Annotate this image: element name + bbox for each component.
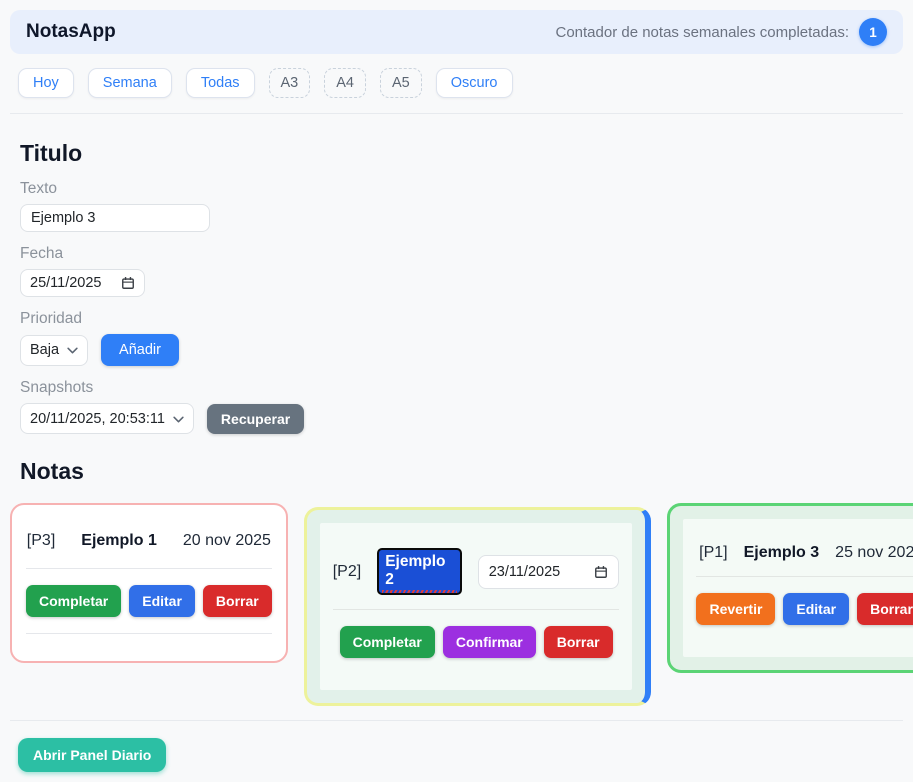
snapshot-select[interactable]: 20/11/2025, 20:53:11 xyxy=(20,403,194,434)
dark-mode-button[interactable]: Oscuro xyxy=(435,68,513,98)
filter-all-button[interactable]: Todas xyxy=(185,68,255,98)
card-bottom-spacer xyxy=(26,634,272,661)
add-note-button[interactable]: Añadir xyxy=(101,334,179,366)
note-date: 25 nov 2025 xyxy=(835,544,913,561)
note-title-edit-input[interactable]: Ejemplo 2 xyxy=(377,548,462,595)
filter-a3-button[interactable]: A3 xyxy=(268,68,311,98)
note-info-row: [P1] Ejemplo 3 25 nov 2025 xyxy=(696,532,913,576)
note-panel: [P2] Ejemplo 2 23/11/2025 Completar xyxy=(319,523,633,690)
filter-today-button[interactable]: Hoy xyxy=(18,68,74,98)
counter-badge: 1 xyxy=(859,18,887,46)
delete-note-button[interactable]: Borrar xyxy=(857,593,913,625)
text-input[interactable] xyxy=(20,204,210,232)
note-title: Ejemplo 1 xyxy=(81,532,157,549)
counter-label: Contador de notas semanales completadas: xyxy=(555,23,849,41)
date-label: Fecha xyxy=(20,245,64,262)
date-input[interactable]: 25/11/2025 xyxy=(20,269,145,297)
chevron-down-icon xyxy=(173,411,184,427)
notes-title: Notas xyxy=(20,458,84,484)
note-priority: [P1] xyxy=(699,544,728,561)
weekly-counter: Contador de notas semanales completadas:… xyxy=(555,18,887,46)
note-actions: Completar Confirmar Borrar xyxy=(333,610,620,674)
note-card-1: [P3] Ejemplo 1 20 nov 2025 Completar Edi… xyxy=(10,503,288,663)
note-divider xyxy=(26,568,272,569)
note-edit-row: [P2] Ejemplo 2 23/11/2025 xyxy=(333,536,620,609)
filter-week-button[interactable]: Semana xyxy=(87,68,172,98)
confirm-edit-button[interactable]: Confirmar xyxy=(442,626,536,658)
form-title: Titulo xyxy=(20,140,83,166)
note-actions: Completar Editar Borrar xyxy=(26,569,272,633)
note-title: Ejemplo 3 xyxy=(743,544,820,561)
snapshot-value: 20/11/2025, 20:53:11 xyxy=(30,410,165,427)
header-bar: NotasApp Contador de notas semanales com… xyxy=(10,10,903,54)
priority-label: Prioridad xyxy=(20,310,83,327)
note-date-edit-input[interactable]: 23/11/2025 xyxy=(477,554,620,589)
note-card-2-editing: [P2] Ejemplo 2 23/11/2025 Completar xyxy=(303,507,652,706)
filter-toolbar: Hoy Semana Todas A3 A4 A5 Oscuro xyxy=(18,68,903,98)
complete-note-button[interactable]: Completar xyxy=(339,626,435,658)
note-date: 20 nov 2025 xyxy=(182,532,271,549)
note-date-value: 23/11/2025 xyxy=(488,563,561,580)
note-actions: Revertir Editar Borrar xyxy=(696,577,913,641)
note-title-selected-text: Ejemplo 2 xyxy=(385,553,446,588)
note-info-row: [P3] Ejemplo 1 20 nov 2025 xyxy=(26,511,272,568)
note-priority: [P2] xyxy=(332,562,362,580)
note-panel: [P1] Ejemplo 3 25 nov 2025 Revertir Edit… xyxy=(683,519,913,657)
note-form: Titulo Texto Fecha 25/11/2025 Prioridad … xyxy=(10,140,903,485)
filter-a4-button[interactable]: A4 xyxy=(324,68,367,98)
calendar-icon[interactable] xyxy=(594,565,608,579)
complete-note-button[interactable]: Completar xyxy=(26,585,122,617)
notes-list: [P3] Ejemplo 1 20 nov 2025 Completar Edi… xyxy=(10,503,913,706)
section-divider-top xyxy=(10,113,903,114)
chevron-down-icon xyxy=(67,342,78,358)
snapshots-label: Snapshots xyxy=(20,379,94,396)
edit-note-button[interactable]: Editar xyxy=(129,585,195,617)
edit-note-button[interactable]: Editar xyxy=(783,593,850,625)
spellcheck-underline xyxy=(382,590,457,593)
delete-note-button[interactable]: Borrar xyxy=(202,585,272,617)
note-divider xyxy=(332,609,620,610)
recover-snapshot-button[interactable]: Recuperar xyxy=(206,403,305,434)
note-divider xyxy=(26,633,272,634)
note-panel: [P3] Ejemplo 1 20 nov 2025 Completar Edi… xyxy=(26,511,272,661)
date-value: 25/11/2025 xyxy=(30,275,102,291)
open-daily-panel-button[interactable]: Abrir Panel Diario xyxy=(18,738,167,772)
priority-value: Baja xyxy=(30,342,60,358)
calendar-icon[interactable] xyxy=(121,276,135,290)
delete-note-button[interactable]: Borrar xyxy=(543,626,613,658)
revert-note-button[interactable]: Revertir xyxy=(696,593,776,625)
note-priority: [P3] xyxy=(26,532,56,549)
section-divider-bottom xyxy=(10,720,903,721)
note-divider xyxy=(696,576,913,577)
app-title: NotasApp xyxy=(26,21,116,42)
priority-select[interactable]: Baja xyxy=(20,334,89,366)
text-label: Texto xyxy=(20,180,58,197)
filter-a5-button[interactable]: A5 xyxy=(380,68,422,98)
note-card-3: [P1] Ejemplo 3 25 nov 2025 Revertir Edit… xyxy=(667,503,913,673)
